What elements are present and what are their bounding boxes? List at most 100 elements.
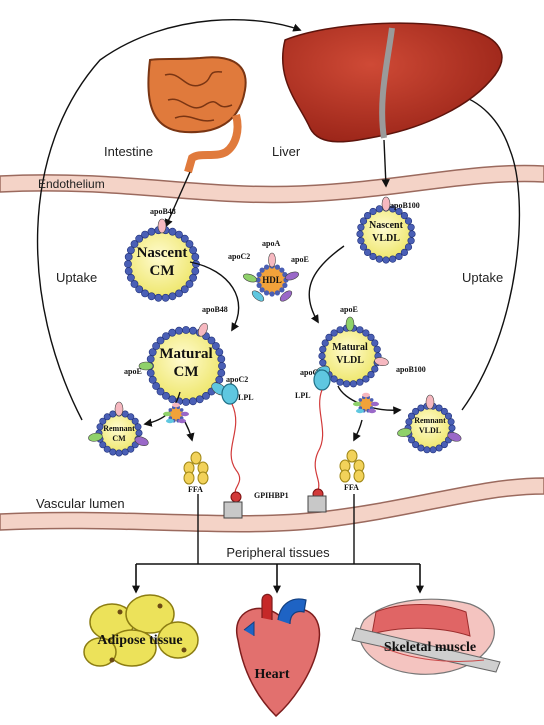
membrane-bead (356, 378, 364, 386)
apob100-top-label: apoB100 (390, 201, 420, 210)
membrane-bead (211, 342, 220, 350)
membrane-bead (371, 365, 379, 373)
remnant-vldl-label-1: Remnant (414, 416, 446, 425)
membrane-bead (359, 243, 368, 251)
remnant-vldl-particle (397, 394, 462, 454)
apolipoprotein-mark (397, 428, 412, 437)
arrow-nascent-to-matural-vldl (308, 245, 345, 324)
matural-cm-label-1: Matural (159, 346, 212, 362)
membrane-bead (356, 326, 364, 334)
fatty-acid-mark (197, 471, 209, 485)
membrane-bead (168, 292, 177, 301)
adipose-tissue-label: Adipose tissue (97, 633, 182, 648)
fatty-acid-mark (346, 449, 358, 463)
liver-label: Liver (272, 144, 301, 159)
membrane-bead (135, 234, 144, 243)
hdl-exchange-cluster (163, 402, 189, 424)
membrane-bead (156, 387, 165, 396)
uptake-label-left: Uptake (56, 270, 97, 285)
membrane-bead (131, 417, 139, 425)
apolipoprotein-mark (381, 196, 391, 212)
apolipoprotein-mark (285, 271, 299, 281)
membrane-bead (195, 395, 204, 404)
apob48-label-mid: apoB48 (202, 305, 228, 314)
remnant-cm-label-1: Remnant (103, 424, 135, 433)
nascent-cm-particle (124, 218, 200, 302)
membrane-bead (189, 246, 197, 255)
membrane-bead (168, 227, 177, 236)
lpl-right (307, 369, 331, 513)
membrane-bead (189, 397, 197, 406)
membrane-bead (435, 444, 443, 452)
lpl-left-label: LPL (238, 393, 254, 402)
apolipoprotein-mark (279, 290, 293, 302)
fatty-acid-mark (183, 471, 195, 485)
matural-cm-particle (138, 322, 227, 406)
membrane-bead (146, 369, 155, 377)
apoc2-hdl-label: apoC2 (228, 252, 250, 261)
membrane-bead (189, 326, 197, 335)
membrane-bead (336, 378, 344, 386)
membrane-bead (444, 412, 452, 420)
membrane-bead (429, 446, 437, 454)
membrane-bead (191, 252, 200, 261)
ffa-left-icon (183, 451, 209, 485)
membrane-bead (168, 395, 177, 404)
membrane-bead (202, 391, 210, 400)
membrane-bead (147, 227, 156, 236)
membrane-bead (435, 404, 443, 412)
fatty-acid-mark (353, 469, 365, 483)
membrane-bead (356, 230, 364, 238)
skeletal-muscle-label: Skeletal muscle (384, 640, 476, 655)
membrane-bead (367, 333, 375, 342)
membrane-bead (96, 423, 104, 431)
membrane-bead (367, 371, 375, 379)
membrane-bead (357, 223, 365, 231)
membrane-bead (417, 404, 425, 412)
membrane-bead (126, 273, 135, 282)
membrane-bead (121, 448, 129, 456)
membrane-bead (405, 418, 413, 426)
membrane-bead (440, 441, 448, 449)
membrane-bead (148, 348, 157, 357)
liver-illustration (281, 22, 503, 143)
nascent-vldl-particle (356, 196, 416, 264)
apoc2-vldl-label: apoC2 (300, 368, 322, 377)
apolipoprotein-mark (425, 394, 435, 410)
membrane-bead (175, 326, 183, 335)
matural-vldl-label-1: Matural (332, 342, 368, 353)
membrane-bead (175, 289, 183, 298)
membrane-bead (404, 217, 413, 225)
membrane-bead (141, 230, 149, 239)
membrane-bead (319, 345, 327, 353)
arrow-intestine-to-cm (164, 171, 191, 228)
nascent-cm-label-1: Nascent (137, 245, 188, 261)
membrane-bead (191, 267, 200, 275)
matural-vldl-label-2: VLDL (336, 355, 364, 366)
membrane-bead (407, 237, 415, 245)
matural-cm-label-2: CM (174, 364, 199, 380)
membrane-bead (215, 348, 224, 357)
heart-illustration (235, 593, 321, 718)
membrane-bead (218, 362, 226, 370)
apolipoprotein-mark (243, 273, 257, 283)
membrane-bead (175, 230, 183, 239)
membrane-bead (412, 407, 420, 415)
membrane-bead (135, 285, 144, 294)
endothelium-label: Endothelium (38, 177, 105, 191)
membrane-bead (357, 237, 365, 245)
membrane-bead (412, 441, 420, 449)
arrow-cm-to-ffa (183, 419, 195, 442)
membrane-bead (152, 382, 160, 390)
membrane-bead (152, 342, 160, 350)
membrane-bead (154, 293, 163, 302)
uptake-loop-left (36, 18, 302, 421)
membrane-bead (407, 436, 415, 444)
uptake-loop-right (453, 91, 521, 411)
membrane-bead (364, 212, 372, 220)
membrane-bead (127, 445, 135, 453)
membrane-bead (400, 212, 409, 220)
membrane-bead (319, 359, 327, 367)
fatty-acid-mark (339, 469, 351, 483)
apolipoprotein-mark (197, 322, 208, 337)
